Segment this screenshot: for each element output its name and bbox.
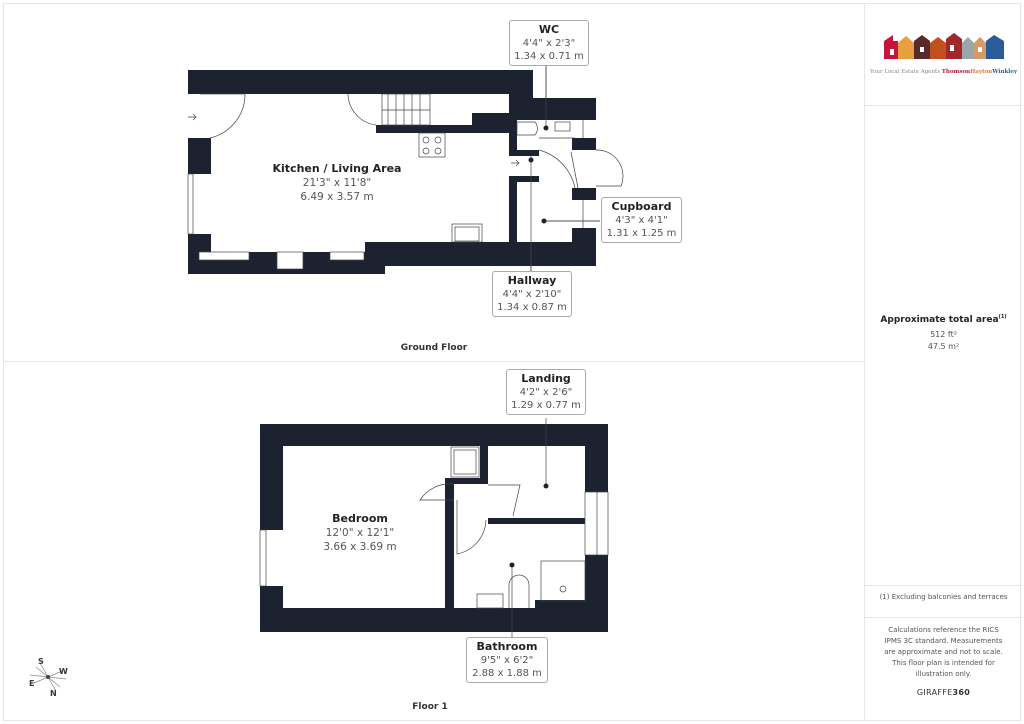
room-bathroom: Bathroom 9'5" x 6'2" 2.88 x 1.88 m [466,637,548,683]
brand-light: GIRAFFE [916,688,953,697]
ground-floor-title: Ground Floor [400,343,468,353]
total-area-section: Approximate total area(1) 512 ft² 47.5 m… [865,106,1022,586]
giraffe360-brand: GIRAFFE360 [865,688,1022,697]
room-imperial: 9'5" x 6'2" [480,655,534,666]
logo-tagline: Your Local Estate Agents ThomsonHaytonWi… [865,69,1022,75]
houses-logo-icon [883,33,1004,59]
first-floor-title: Floor 1 [412,702,448,712]
room-metric: 1.34 x 0.87 m [497,302,567,313]
footnote-mark: (1) [998,314,1007,320]
room-name: Landing [521,372,571,385]
side-panel: Your Local Estate Agents ThomsonHaytonWi… [864,3,1022,721]
total-area-label: Approximate total area [880,315,999,325]
ground-floor-markers [528,125,549,224]
room-metric: 1.29 x 0.77 m [511,400,581,411]
floor-plan-drawing [187,65,624,650]
total-area-sqft: 512 ft² [930,330,957,339]
agent-logo: Your Local Estate Agents ThomsonHaytonWi… [865,33,1022,75]
room-metric: 6.49 x 3.57 m [300,191,374,203]
room-name: Cupboard [611,200,672,213]
compass-rose: S W E N [26,655,76,700]
ground-floor-fixtures [187,65,624,300]
room-imperial: 4'3" x 4'1" [615,215,668,226]
brand-hayton: Hayton [970,69,993,75]
room-imperial: 4'4" x 2'10" [502,289,562,300]
page-frame [3,3,1021,721]
room-metric: 1.34 x 0.71 m [514,51,584,62]
exclusion-note: (1) Excluding balconies and terraces [879,593,1008,601]
room-imperial: 4'4" x 2'3" [522,38,576,49]
room-name: WC [538,23,560,36]
room-metric: 2.88 x 1.88 m [472,668,542,679]
room-metric: 1.31 x 1.25 m [606,228,677,239]
total-area-title: Approximate total area(1) [865,314,1022,325]
tagline-text: Your Local Estate Agents [869,69,941,75]
brand-winkley: Winkley [992,69,1018,75]
room-name: Hallway [507,274,557,287]
compass-s: S [38,657,44,666]
room-landing: Landing 4'2" x 2'6" 1.29 x 0.77 m [506,369,586,415]
disclaimer-text: Calculations reference the RICS IPMS 3C … [884,626,1003,678]
floor-divider [3,361,864,362]
room-imperial: 21'3" x 11'8" [302,177,372,189]
logo-section: Your Local Estate Agents ThomsonHaytonWi… [865,3,1022,106]
first-floor-markers [509,483,549,568]
room-hallway: Hallway 4'4" x 2'10" 1.34 x 0.87 m [492,271,572,317]
room-name: Bathroom [476,640,538,653]
compass-w: W [59,667,68,676]
room-imperial: 4'2" x 2'6" [519,387,573,398]
disclaimer-section: Calculations reference the RICS IPMS 3C … [865,625,1022,697]
room-kitchen-living: Kitchen / Living Area 21'3" x 11'8" 6.49… [242,161,432,204]
exclusion-section: (1) Excluding balconies and terraces [865,586,1022,618]
first-floor-walls [260,424,608,632]
room-bedroom: Bedroom 12'0" x 12'1" 3.66 x 3.69 m [300,511,420,554]
room-wc: WC 4'4" x 2'3" 1.34 x 0.71 m [509,20,589,66]
brand-thomson: Thomson [941,69,971,75]
room-imperial: 12'0" x 12'1" [325,527,395,539]
brand-bold: 360 [952,688,971,697]
room-metric: 3.66 x 3.69 m [323,541,397,553]
compass-n: N [50,689,57,698]
room-name: Kitchen / Living Area [272,162,402,175]
compass-icon [29,662,67,692]
room-name: Bedroom [332,512,388,525]
ground-floor-windows [188,174,364,269]
total-area-sqm: 47.5 m² [927,342,960,351]
first-floor-fixtures [259,418,609,650]
compass-e: E [29,679,35,688]
room-cupboard: Cupboard 4'3" x 4'1" 1.31 x 1.25 m [601,197,682,243]
